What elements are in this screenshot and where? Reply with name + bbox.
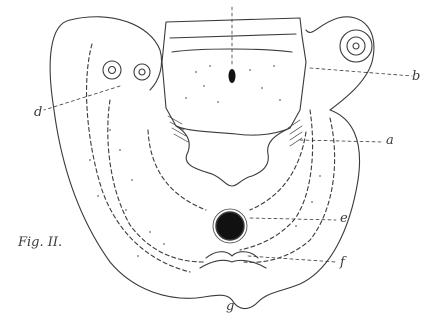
- leader-f: [248, 256, 336, 262]
- leader-b: [310, 68, 412, 76]
- central-canal: [229, 69, 236, 83]
- duct-circle-1-inner: [109, 67, 116, 74]
- ventral-funnel-right: [250, 132, 306, 210]
- label-d: d: [34, 106, 42, 119]
- label-a: a: [386, 134, 394, 147]
- inner-contour-right: [244, 118, 335, 262]
- right-circle-mid: [347, 37, 365, 55]
- duct-circle-1: [103, 61, 121, 79]
- dark-vessel: [216, 212, 244, 240]
- inner-contour-left: [87, 44, 190, 272]
- left-lobe-outline: [70, 17, 162, 90]
- figure-caption: Fig. II.: [18, 236, 62, 249]
- label-b: b: [412, 70, 420, 83]
- label-e: e: [340, 212, 348, 225]
- right-circle-outer: [340, 30, 372, 62]
- inner-contour-right-2: [240, 110, 313, 250]
- label-f: f: [340, 256, 345, 269]
- body-outline: [50, 17, 374, 309]
- duct-circle-2: [134, 64, 150, 80]
- leader-d: [44, 86, 120, 110]
- inner-contour-left-2: [108, 100, 204, 262]
- duct-circle-2-inner: [139, 69, 145, 75]
- ventral-funnel-left: [148, 130, 206, 210]
- central-cavity: [176, 126, 290, 186]
- dorsal-block-inner: [170, 34, 296, 52]
- notch-g: [200, 260, 266, 268]
- label-g: g: [226, 300, 234, 313]
- striation-right: [288, 120, 302, 146]
- stipple-dots: [89, 65, 321, 257]
- structure-f: [206, 252, 258, 258]
- right-circle-inner: [353, 43, 359, 49]
